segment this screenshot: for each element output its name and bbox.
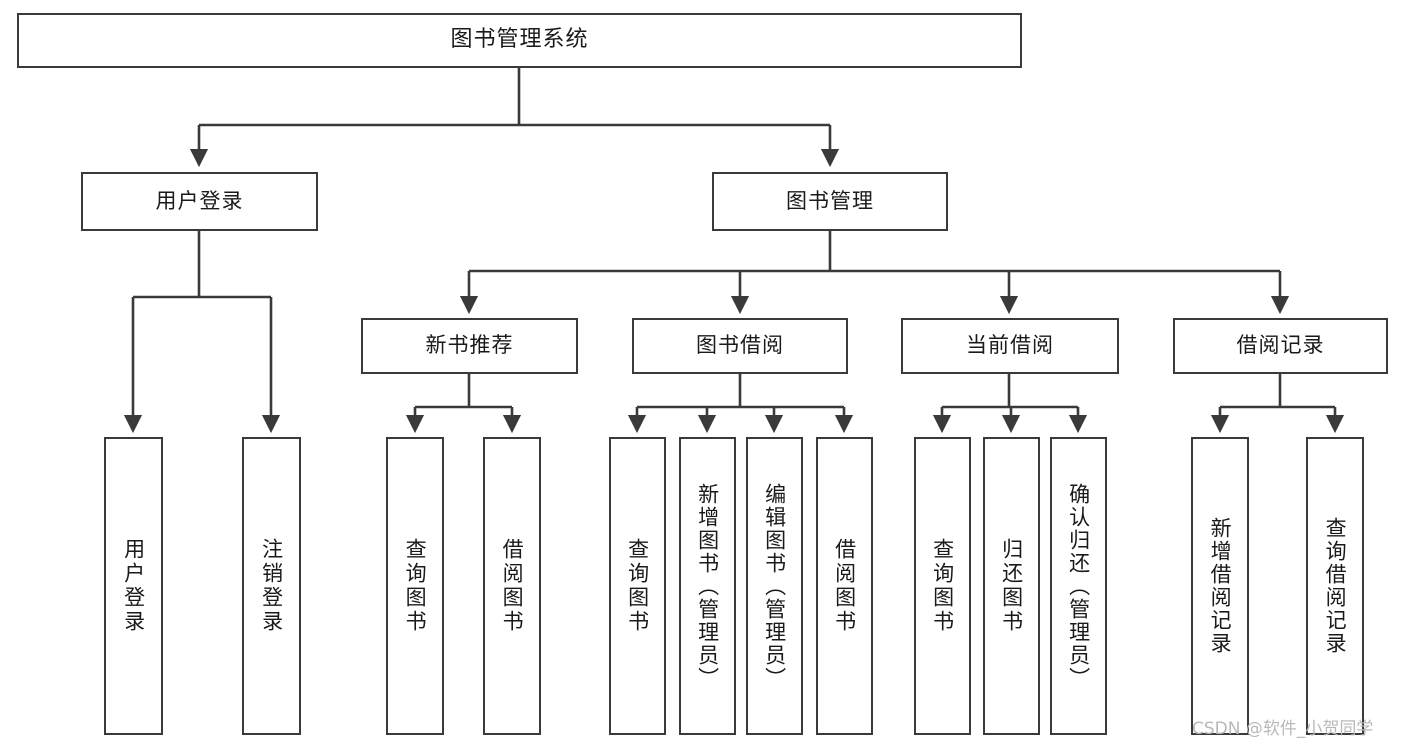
node-root-label: 图书管理系统	[450, 27, 589, 53]
leaf-query-book-current[interactable]: 查询图书	[914, 437, 971, 735]
node-user-login[interactable]: 用户登录	[81, 172, 318, 231]
node-borrow-record-label: 借阅记录	[1236, 333, 1325, 358]
leaf-query-book-borrow-label: 查询图书	[625, 538, 650, 634]
node-new-book-recommend[interactable]: 新书推荐	[361, 318, 578, 374]
node-user-login-label: 用户登录	[155, 188, 244, 213]
leaf-add-borrow-record[interactable]: 新增借阅记录	[1191, 437, 1249, 735]
leaf-query-book-rec[interactable]: 查询图书	[386, 437, 444, 735]
leaf-borrow-book-rec[interactable]: 借阅图书	[483, 437, 541, 735]
leaf-borrow-book-rec-label: 借阅图书	[500, 538, 525, 634]
leaf-query-book-rec-label: 查询图书	[403, 538, 428, 634]
leaf-query-borrow-record[interactable]: 查询借阅记录	[1306, 437, 1364, 735]
csdn-watermark: CSDN @软件_小贺同学	[1192, 719, 1374, 739]
leaf-query-borrow-record-label: 查询借阅记录	[1323, 517, 1348, 655]
node-current-borrow[interactable]: 当前借阅	[901, 318, 1119, 374]
leaf-query-book-current-label: 查询图书	[930, 538, 955, 634]
leaf-edit-book-admin[interactable]: 编辑图书（管理员）	[746, 437, 803, 735]
leaf-add-book-admin[interactable]: 新增图书（管理员）	[679, 437, 736, 735]
leaf-logout-label: 注销登录	[259, 538, 284, 634]
leaf-edit-book-admin-label: 编辑图书（管理员）	[762, 482, 787, 690]
node-current-borrow-label: 当前借阅	[966, 333, 1054, 358]
leaf-query-book-borrow[interactable]: 查询图书	[609, 437, 666, 735]
node-book-management-label: 图书管理	[786, 188, 874, 213]
leaf-borrow-book[interactable]: 借阅图书	[816, 437, 873, 735]
node-borrow-record[interactable]: 借阅记录	[1173, 318, 1388, 374]
leaf-user-login[interactable]: 用户登录	[104, 437, 163, 735]
leaf-return-book-label: 归还图书	[999, 538, 1024, 634]
node-book-management[interactable]: 图书管理	[712, 172, 948, 231]
node-new-book-recommend-label: 新书推荐	[425, 333, 514, 358]
leaf-confirm-return-admin-label: 确认归还（管理员）	[1066, 482, 1091, 690]
leaf-return-book[interactable]: 归还图书	[983, 437, 1040, 735]
leaf-add-borrow-record-label: 新增借阅记录	[1208, 517, 1233, 655]
leaf-confirm-return-admin[interactable]: 确认归还（管理员）	[1050, 437, 1107, 735]
leaf-logout[interactable]: 注销登录	[242, 437, 301, 735]
node-book-borrow[interactable]: 图书借阅	[632, 318, 848, 374]
node-root[interactable]: 图书管理系统	[17, 13, 1022, 68]
leaf-borrow-book-label: 借阅图书	[832, 538, 857, 634]
leaf-add-book-admin-label: 新增图书（管理员）	[695, 482, 720, 690]
node-book-borrow-label: 图书借阅	[696, 333, 784, 358]
leaf-user-login-label: 用户登录	[121, 538, 146, 634]
